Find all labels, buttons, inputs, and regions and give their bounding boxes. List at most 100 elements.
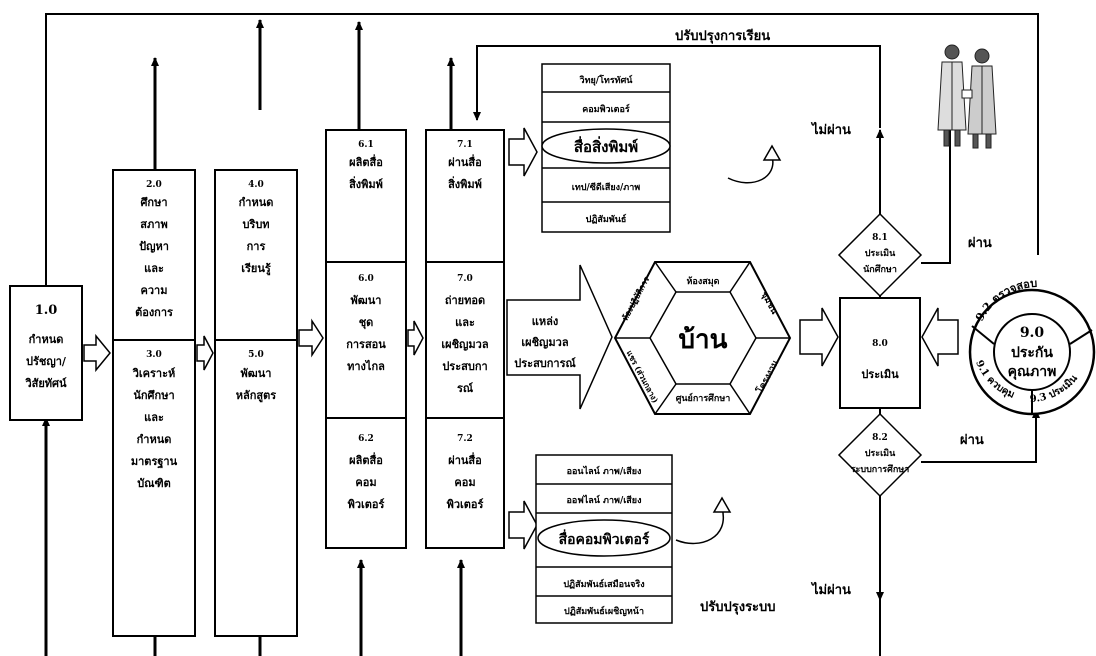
box-5-line-1: พัฒนา [241,367,272,380]
box-2-line-5: ความ [141,284,168,297]
hexagon-center: บ้าน [679,325,728,355]
box-6-0-line-4: ทางไกล [347,359,385,373]
box-2-3-frame [112,169,196,637]
box-6-2-number: 6.2 [358,434,374,444]
qa-center-number: 9.0 [1020,325,1045,341]
box-7-1: 7.1 ผ่านสื่อ สิ่งพิมพ์ [448,140,482,191]
box-1-line-2: ปรัชญา/ [26,355,67,368]
box-6-1: 6.1 ผลิตสื่อ สิ่งพิมพ์ [349,140,383,191]
computer-item-2: ออฟไลน์ ภาพ/เสียง [567,494,642,506]
diamond-8-1-number: 8.1 [872,233,888,243]
box-7-0-line-3: เผชิญมวล [441,338,488,351]
print-item-5: ปฏิสัมพันธ์ [586,213,627,225]
computer-media-texts: ออนไลน์ ภาพ/เสียง ออฟไลน์ ภาพ/เสียง สื่อ… [559,465,650,617]
box-7-2-number: 7.2 [457,434,473,444]
diamond-8-2: 8.2 ประเมิน ระบบการศึกษา [837,412,923,498]
computer-media-ellipse [537,519,671,557]
print-curl-arrow [727,155,774,184]
hollow-arrow-3 [298,318,324,358]
box-7-0-line-1: ถ่ายทอด [445,294,485,307]
box-2-line-6: ต้องการ [135,306,173,319]
process-boxes [9,129,921,637]
quality-assurance-circle: 9.0 ประกัน คุณภาพ 9.2 ตรวจสอบ 9.1 ควบคุม… [968,277,1096,416]
box-5-number: 5.0 [248,350,264,360]
diamond-8-1-line-1: ประเมิน [865,248,896,259]
box-1-line-3: วิสัยทัศน์ [25,377,67,390]
box-6-2-line-2: คอม [355,476,376,489]
box-7-0-line-5: รณ์ [457,382,474,395]
box-3-line-1: วิเคราะห์ [132,367,175,380]
box-3: 3.0 วิเคราะห์ นักศึกษา และ กำหนด มาตรฐาน… [131,350,178,490]
box-7-2-line-1: ผ่านสื่อ [448,452,481,467]
box-4-line-2: บริบท [242,218,269,231]
box-4-line-4: เรียนรู้ [241,262,271,276]
box-4-line-1: กำหนด [239,196,274,209]
fail-bottom-label: ไม่ผ่าน [810,581,851,598]
diamond-8-1: 8.1 ประเมิน นักศึกษา [837,212,923,298]
box-2-line-2: สภาพ [140,218,167,231]
hexagon-group: บ้าน ห้องสมุด ชุมชน โครงงาน ศูนย์การศึกษ… [613,261,792,415]
box-7-0-line-4: ประสบกา [442,360,487,373]
box-3-line-6: บัณฑิต [137,477,170,490]
box-6-frame [325,129,407,549]
source-arrow [506,264,613,410]
box-3-line-2: นักศึกษา [133,389,174,402]
box-7-2-line-3: พิวเตอร์ [447,498,484,511]
hollow-arrow-to-8 [799,307,839,367]
box-1-line-1: กำหนด [29,333,64,346]
hollow-arrow-to-computer [508,500,538,550]
diamond-8-2-line-2: ระบบการศึกษา [851,464,910,475]
box-1-frame [9,285,83,421]
box-6-1-line-1: ผลิตสื่อ [349,154,383,169]
box-1-number: 1.0 [35,303,58,318]
box-1: 1.0 กำหนด ปรัชญา/ วิสัยทัศน์ [25,303,67,390]
qa-center-line-2: คุณภาพ [1008,364,1057,380]
box-3-line-4: กำหนด [137,433,172,446]
box-3-line-3: และ [144,411,164,424]
hollow-arrow-4 [407,320,424,356]
hexagon-side-1: ห้องสมุด [686,276,719,287]
box-8-number: 8.0 [872,339,888,349]
box-7-2: 7.2 ผ่านสื่อ คอม พิวเตอร์ [447,434,484,511]
hollow-arrows [83,127,959,550]
box-6-2-line-1: ผลิตสื่อ [349,452,383,467]
box-8-line-1: ประเมิน [861,368,899,381]
box-3-line-5: มาตรฐาน [131,455,178,469]
print-item-4: เทป/ซีดีเสียง/ภาพ [572,182,640,193]
computer-item-4: ปฏิสัมพันธ์เสมือนจริง [563,578,644,590]
print-item-1: วิทยุ/โทรทัศน์ [579,74,634,86]
box-7-1-line-1: ผ่านสื่อ [448,154,481,169]
box-6-0-line-3: การสอน [346,338,386,351]
hollow-arrow-1 [83,333,111,373]
box-7-0: 7.0 ถ่ายทอด และ เผชิญมวล ประสบกา รณ์ [441,274,488,395]
print-media-texts: วิทยุ/โทรทัศน์ คอมพิวเตอร์ สื่อสิ่งพิมพ์… [572,74,640,225]
print-media-ellipse [541,128,671,164]
box-5-line-2: หลักสูตร [236,389,277,403]
box-2-line-1: ศึกษา [140,196,167,209]
box-7-frame [425,129,505,549]
box-6-2: 6.2 ผลิตสื่อ คอม พิวเตอร์ [348,434,385,511]
computer-item-3: สื่อคอมพิวเตอร์ [559,529,650,548]
box-6-1-number: 6.1 [358,140,374,150]
box-4: 4.0 กำหนด บริบท การ เรียนรู้ [239,180,274,276]
improve-learning-label: ปรับปรุงการเรียน [675,28,770,44]
box-5: 5.0 พัฒนา หลักสูตร [236,350,277,403]
print-item-3: สื่อสิ่งพิมพ์ [574,136,638,156]
box-6-1-line-2: สิ่งพิมพ์ [349,176,383,191]
qa-center-line-1: ประกัน [1011,345,1053,361]
source-line-1: แหล่ง [532,315,558,328]
fail-top-label: ไม่ผ่าน [810,121,851,138]
box-6-0-line-2: ชุด [359,316,374,330]
box-7-1-number: 7.1 [457,140,473,150]
print-media-list [541,63,782,233]
box-8-frame [839,297,921,409]
box-7-1-line-2: สิ่งพิมพ์ [448,176,482,191]
box-3-number: 3.0 [146,350,162,360]
up-arrows-top [151,19,455,170]
box-6-2-line-3: พิวเตอร์ [348,498,385,511]
box-4-number: 4.0 [248,180,264,190]
source-line-2: เผชิญมวล [521,336,568,349]
source-arrow-text: แหล่ง เผชิญมวล ประสบการณ์ [514,315,576,370]
pass-bottom-label: ผ่าน [960,433,984,448]
